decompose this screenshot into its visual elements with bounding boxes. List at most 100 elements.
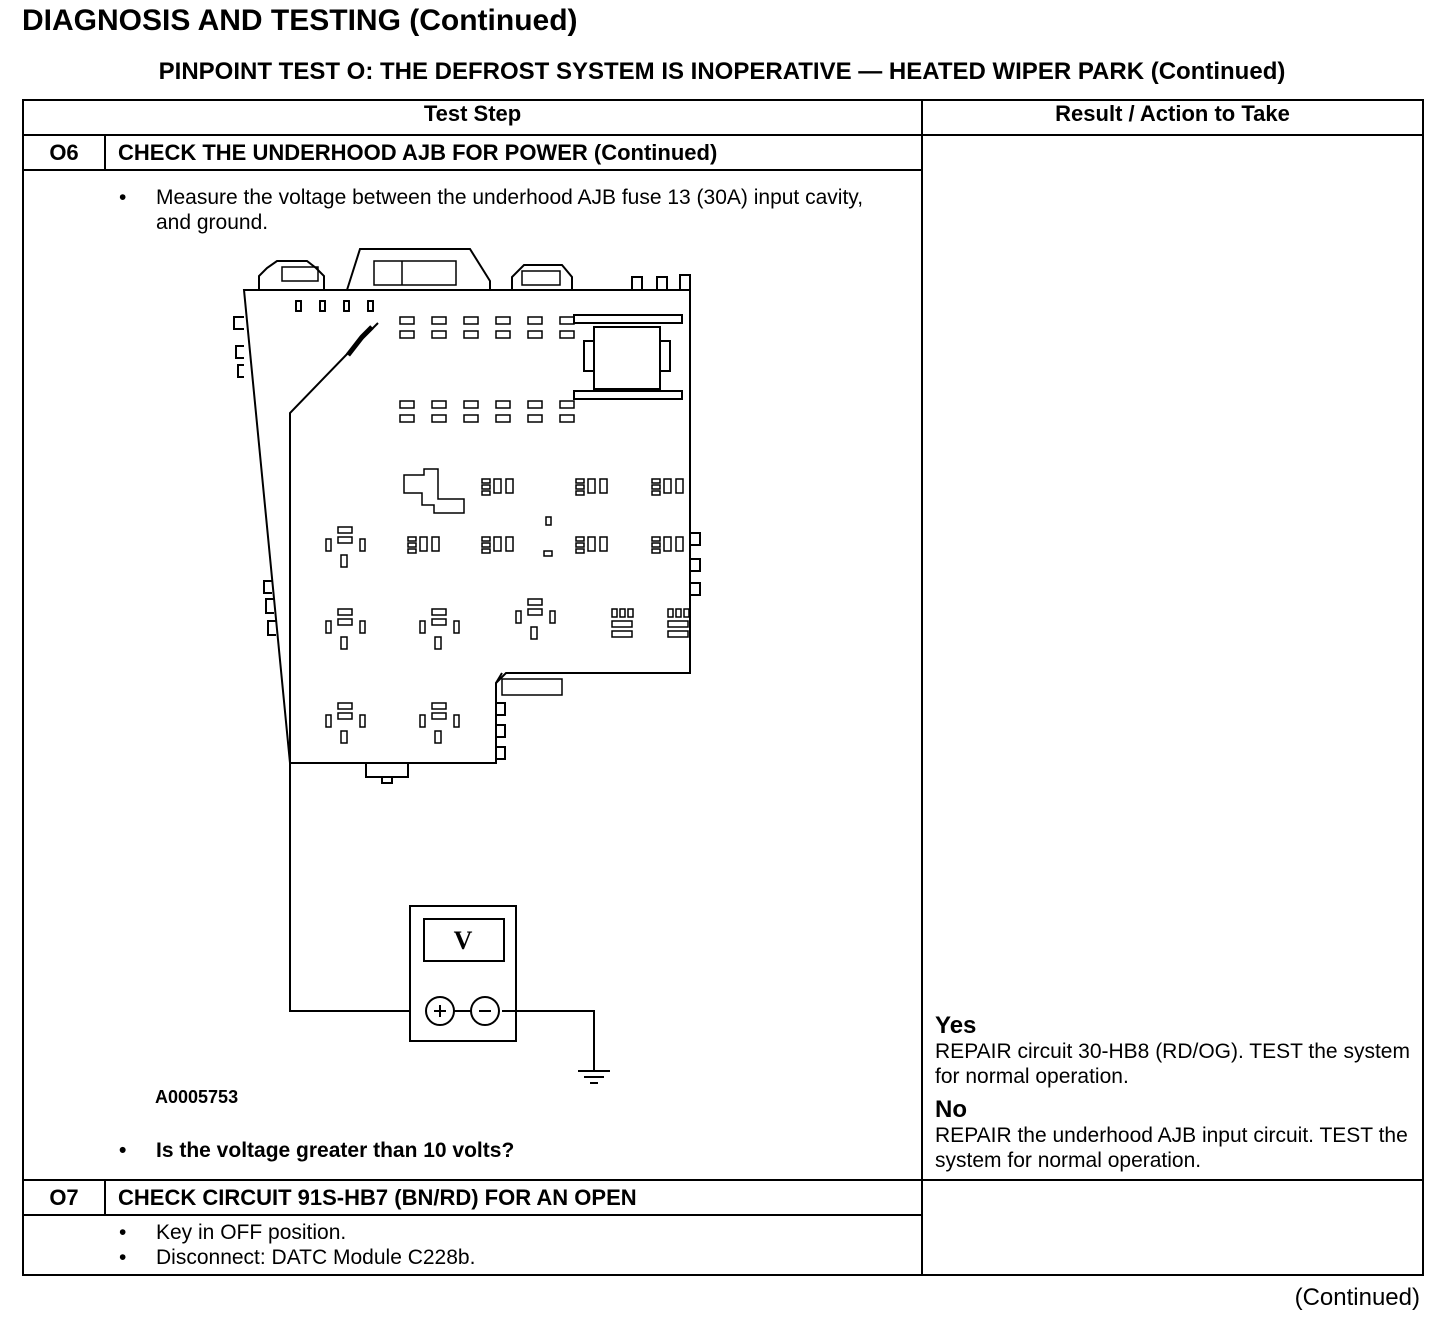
page-title: DIAGNOSIS AND TESTING (Continued) xyxy=(22,4,578,37)
fuse-cavity xyxy=(495,414,511,423)
step-bullet: • Measure the voltage between the underh… xyxy=(24,185,921,235)
fuse-cavity xyxy=(495,400,511,409)
fuse-cavity xyxy=(431,608,447,616)
fuse-cavity xyxy=(337,618,353,626)
fuse-cavity xyxy=(527,400,543,409)
fuse-cavity xyxy=(627,608,634,618)
fuse-cavity xyxy=(453,714,460,728)
fuse-cavity xyxy=(340,554,348,568)
fuse-cavity xyxy=(559,400,575,409)
fuse-cavity xyxy=(651,478,661,484)
fuse-cavity xyxy=(619,608,626,618)
step-o7-title-row: O7 CHECK CIRCUIT 91S-HB7 (BN/RD) FOR AN … xyxy=(22,1179,1425,1276)
fuse-cavity xyxy=(675,536,684,552)
fuse-cavity xyxy=(559,330,575,339)
fuse-cavity xyxy=(337,526,353,534)
bullet-dot: • xyxy=(119,186,127,209)
fuse-cavity xyxy=(481,548,491,554)
step-o6-body: • Measure the voltage between the underh… xyxy=(21,169,924,1181)
fuse-cavity xyxy=(407,548,417,554)
fuse-cavity xyxy=(431,618,447,626)
fuse-cavity xyxy=(527,316,543,325)
fuse-cavity xyxy=(651,484,661,490)
fuse-cavity xyxy=(340,636,348,650)
fuse-cavity xyxy=(651,542,661,548)
fuse-cavity xyxy=(530,626,538,640)
fuse-cavity xyxy=(675,608,682,618)
fuse-cavity xyxy=(434,730,442,744)
fuse-cavity xyxy=(505,478,514,494)
fuse-cavity xyxy=(651,548,661,554)
bullet-dot: • xyxy=(119,1246,127,1269)
fuse-cavity xyxy=(587,478,596,494)
fuse-cavity xyxy=(359,538,366,552)
fuse-cavity xyxy=(481,542,491,548)
fuse-cavity xyxy=(481,484,491,490)
bullet-text: Key in OFF position. xyxy=(156,1221,347,1244)
fuse-cavity xyxy=(359,620,366,634)
fuse-cavity xyxy=(399,330,415,339)
voltmeter-label: V xyxy=(454,926,473,955)
fuse-cavity xyxy=(667,608,674,618)
fuse-cavity xyxy=(675,478,684,494)
fuse-cavity xyxy=(559,414,575,423)
fuse-cavity xyxy=(559,316,575,325)
fuse-cavity xyxy=(453,620,460,634)
fuse-cavity xyxy=(399,400,415,409)
fuse-cavity xyxy=(683,608,690,618)
fuse-cavity xyxy=(407,542,417,548)
fuse-cavity xyxy=(527,414,543,423)
table-header-row: Test Step Result / Action to Take xyxy=(21,99,1425,136)
step-id: O6 xyxy=(22,134,106,171)
connector-outline xyxy=(403,468,465,514)
fuse-cavity xyxy=(493,536,502,552)
bullet-dot: • xyxy=(119,1139,127,1162)
bullet-text: Measure the voltage between the underhoo… xyxy=(156,186,864,234)
fuse-cavity xyxy=(325,714,332,728)
fuse-cavity xyxy=(651,490,661,496)
step-o7-result-cell xyxy=(921,1179,1425,1276)
column-header-result: Result / Action to Take xyxy=(921,99,1425,136)
fuse-cavity xyxy=(434,636,442,650)
continued-note: (Continued) xyxy=(1294,1284,1420,1311)
pinpoint-test-table: Test Step Result / Action to Take O6 CHE… xyxy=(21,99,1425,1276)
column-header-test-step: Test Step xyxy=(21,99,924,136)
fuse-cavity xyxy=(575,548,585,554)
fuse-cavity xyxy=(575,484,585,490)
fuse-cavity xyxy=(431,414,447,423)
fuse-cavity xyxy=(431,330,447,339)
fuse-cavity xyxy=(549,610,556,624)
step-title: CHECK THE UNDERHOOD AJB FOR POWER (Conti… xyxy=(103,134,924,171)
fuse-cavity xyxy=(575,478,585,484)
fuse-cavity xyxy=(463,330,479,339)
result-block: Yes REPAIR circuit 30-HB8 (RD/OG). TEST … xyxy=(923,1013,1422,1179)
fuse-cavity xyxy=(337,702,353,710)
fuse-cavity xyxy=(431,702,447,710)
fuse-cavity xyxy=(337,608,353,616)
fuse-cavity xyxy=(515,610,522,624)
step-id: O7 xyxy=(22,1179,106,1216)
fuse-cavity xyxy=(667,630,689,638)
step-o6-body-row: • Measure the voltage between the underh… xyxy=(21,169,1423,1181)
ajb-voltage-test-diagram: V xyxy=(233,248,701,1084)
fuse-cavity xyxy=(431,536,440,552)
fuse-cavity xyxy=(340,730,348,744)
fuse-cavity xyxy=(527,608,543,616)
fuse-cavity xyxy=(505,536,514,552)
step-question: • Is the voltage greater than 10 volts? xyxy=(24,1138,921,1163)
fuse-cavity xyxy=(651,536,661,542)
step-bullet: • Disconnect: DATC Module C228b. xyxy=(24,1245,921,1270)
step-bullet: • Key in OFF position. xyxy=(24,1220,921,1245)
fuse-cavity xyxy=(587,536,596,552)
step-o7-body: • Key in OFF position. • Disconnect: DAT… xyxy=(21,1214,924,1276)
fuse-cavity xyxy=(419,536,428,552)
fuse-cavity xyxy=(611,620,633,628)
fuse-cavity xyxy=(431,712,447,720)
fuse-cavity xyxy=(463,414,479,423)
fuse-cavity xyxy=(599,536,608,552)
bullet-text: Disconnect: DATC Module C228b. xyxy=(156,1246,476,1269)
fuse-cavity xyxy=(337,712,353,720)
step-o7-body-row: • Key in OFF position. • Disconnect: DAT… xyxy=(21,1214,1423,1276)
fuse-cavity xyxy=(527,330,543,339)
fuse-cavity xyxy=(325,538,332,552)
